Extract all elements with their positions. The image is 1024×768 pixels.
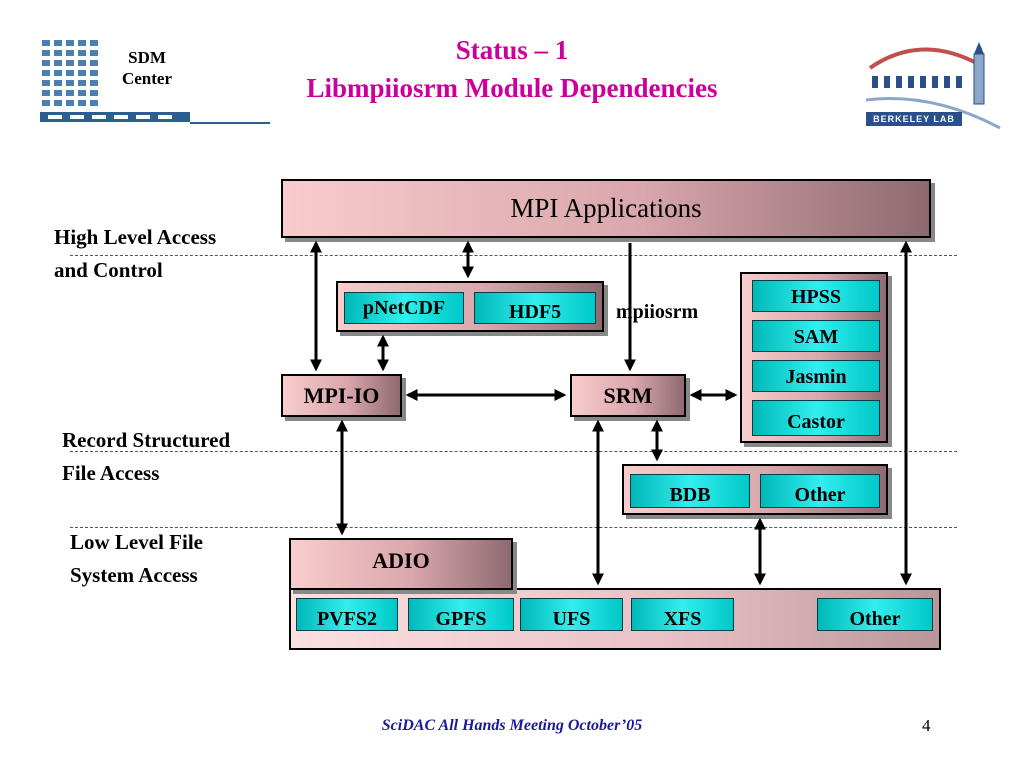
separator-line-3	[70, 527, 957, 528]
separator-line-1	[70, 255, 957, 256]
pnetcdf-box: pNetCDF	[344, 292, 464, 324]
layer-label-high-level-2: and Control	[54, 258, 163, 282]
adio-label: ADIO	[372, 548, 430, 573]
mpi-io-label: MPI-IO	[303, 382, 380, 408]
pvfs2-box: PVFS2	[296, 598, 398, 631]
sdm-logo-line2: Center	[121, 69, 173, 88]
bdb-box: BDB	[630, 474, 750, 508]
sdm-logo-line1: SDM	[128, 48, 166, 67]
separator-line-2	[70, 451, 957, 452]
slide-title-line2: Libmpiiosrm Module Dependencies	[306, 73, 718, 103]
mpi-applications-label: MPI Applications	[510, 193, 702, 223]
mpi-io-node: MPI-IO	[281, 374, 402, 417]
srm-node: SRM	[570, 374, 686, 417]
mpi-applications-node: MPI Applications	[281, 179, 931, 238]
berkeley-lab-logo: BERKELEY LAB	[862, 36, 1002, 132]
ufs-box: UFS	[520, 598, 623, 631]
hpss-box: HPSS	[752, 280, 880, 312]
berkeley-lab-text: BERKELEY LAB	[873, 114, 955, 124]
castor-box: Castor	[752, 400, 880, 436]
header-rule	[190, 122, 270, 124]
sdm-grid-icon	[40, 40, 190, 122]
sdm-logo	[40, 38, 190, 128]
layer-label-low-level-2: System Access	[70, 563, 198, 587]
slide-title-line1: Status – 1	[455, 35, 569, 65]
layer-label-record-2: File Access	[62, 461, 160, 485]
layer-label-high-level-1: High Level Access	[54, 225, 217, 249]
bdb-other-box: Other	[760, 474, 880, 508]
srm-label: SRM	[603, 382, 653, 408]
adio-node: ADIO	[289, 538, 513, 590]
sam-box: SAM	[752, 320, 880, 352]
page-number: 4	[922, 716, 931, 735]
footer-text: SciDAC All Hands Meeting October’05	[381, 717, 643, 734]
jasmin-box: Jasmin	[752, 360, 880, 392]
hdf5-box: HDF5	[474, 292, 596, 324]
berkeley-building-icon	[865, 42, 1001, 130]
layer-label-low-level-1: Low Level File	[70, 530, 203, 554]
xfs-box: XFS	[631, 598, 734, 631]
gpfs-box: GPFS	[408, 598, 514, 631]
mpiiosrm-label: mpiiosrm	[616, 301, 699, 323]
fs-other-box: Other	[817, 598, 933, 631]
layer-label-record-1: Record Structured	[62, 428, 231, 452]
